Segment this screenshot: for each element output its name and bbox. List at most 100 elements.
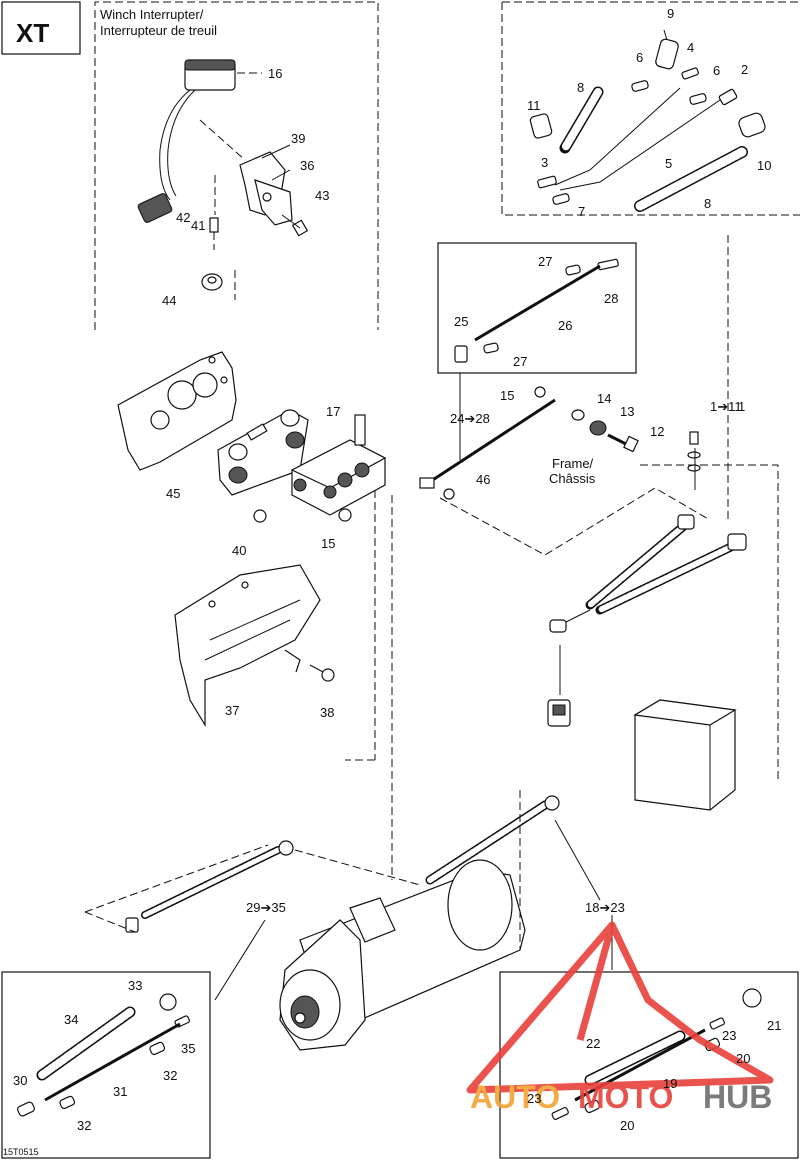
callout-9: 9 (667, 6, 674, 21)
callout-2: 2 (741, 62, 748, 77)
callout-10: 10 (757, 158, 771, 173)
washer-14 (571, 409, 585, 421)
callout-42: 42 (176, 210, 190, 225)
callout-25: 25 (454, 314, 468, 329)
callout-5: 5 (665, 156, 672, 171)
callout-33: 33 (128, 978, 142, 993)
inset-cable-18-23 (499, 971, 799, 1159)
cable-26 (474, 264, 601, 342)
terminal-25 (454, 345, 468, 363)
callout-22: 22 (586, 1036, 600, 1051)
callout-layer: 1234566788910111213141515161719202021222… (13, 6, 781, 1133)
range-label-29-35: 29➔35 (246, 900, 286, 915)
watermark-logo: AUTO MOTO HUB (466, 921, 774, 1115)
cable-18-23 (425, 795, 560, 885)
callout-20: 20 (736, 1051, 750, 1066)
callout-32: 32 (163, 1068, 177, 1083)
callout-6: 6 (713, 63, 720, 78)
callout-26: 26 (558, 318, 572, 333)
callout-14: 14 (597, 391, 611, 406)
sleeve-7 (552, 193, 570, 205)
callout-44: 44 (162, 293, 176, 308)
winch-contactor-17 (290, 414, 387, 516)
screw-41 (209, 217, 219, 233)
callout-17: 17 (326, 404, 340, 419)
diagram-code: 15T0515 (3, 1147, 39, 1157)
callout-7: 7 (578, 204, 585, 219)
terminal-23b (551, 1106, 569, 1120)
terminal-4 (681, 67, 699, 80)
sleeve-32a (149, 1041, 166, 1056)
terminal-30 (17, 1101, 35, 1117)
relay-bracket-45 (217, 409, 309, 496)
loom-8b (634, 146, 748, 212)
terminal-3 (537, 175, 557, 189)
bolt-12 (607, 433, 639, 453)
loom-22 (584, 1030, 686, 1086)
cable-29-35 (125, 840, 294, 933)
callout-4: 4 (687, 40, 694, 55)
sleeve-6b (689, 93, 707, 105)
winch-motor (279, 859, 526, 1051)
watermark-moto: MOTO (578, 1079, 673, 1115)
range-label-1-11: 1➔11 (710, 399, 742, 414)
nut-46 (443, 488, 455, 500)
boot-21 (742, 988, 762, 1008)
loom-34 (36, 1006, 136, 1081)
inset-title-line1: Winch Interrupter/ (100, 7, 204, 22)
sleeve-32b (59, 1095, 76, 1110)
sleeve-6a (631, 80, 649, 92)
callout-20: 20 (620, 1118, 634, 1133)
model-badge-box (1, 1, 81, 55)
model-badge: XT (16, 18, 49, 48)
callout-6: 6 (636, 50, 643, 65)
loom-8a (559, 86, 604, 154)
nut-40 (253, 509, 267, 523)
battery (633, 699, 737, 811)
callout-19: 19 (663, 1076, 677, 1091)
fuse-block (547, 699, 571, 727)
callout-23: 23 (527, 1091, 541, 1106)
callout-21: 21 (767, 1018, 781, 1033)
callout-36: 36 (300, 158, 314, 173)
callout-8: 8 (704, 196, 711, 211)
boot-9 (655, 29, 679, 70)
connector-11 (529, 113, 553, 139)
callout-23: 23 (722, 1028, 736, 1043)
inset-winch-frame (94, 1, 379, 330)
callout-15: 15 (500, 388, 514, 403)
callout-32: 32 (77, 1118, 91, 1133)
terminal-23a (709, 1017, 725, 1030)
leader-lines (84, 235, 779, 1001)
callout-37: 37 (225, 703, 239, 718)
nut-44 (201, 273, 223, 291)
winch-interrupter-switch (137, 59, 236, 223)
inset-title-line2: Interrupteur de treuil (100, 23, 217, 38)
harness-installed (549, 514, 747, 633)
watermark-auto: AUTO (470, 1079, 560, 1115)
sleeve-20b (584, 1099, 601, 1114)
interrupter-bracket (239, 151, 293, 226)
sleeve-27a (565, 264, 581, 276)
callout-8: 8 (577, 80, 584, 95)
callout-38: 38 (320, 705, 334, 720)
frame-label-line2: Châssis (549, 471, 596, 486)
nut-15-bottom (338, 508, 352, 522)
terminal-28 (597, 258, 619, 271)
callout-27: 27 (513, 354, 527, 369)
frame-label-line1: Frame/ (552, 456, 594, 471)
nut-15-top (534, 386, 546, 398)
mounting-plate (117, 351, 237, 471)
callout-28: 28 (604, 291, 618, 306)
callout-13: 13 (620, 404, 634, 419)
callout-35: 35 (181, 1041, 195, 1056)
callout-41: 41 (191, 218, 205, 233)
range-label-24-28: 24➔28 (450, 411, 490, 426)
bolt-43 (281, 214, 309, 237)
harness-5 (554, 87, 721, 191)
inset-harness-frame (501, 1, 800, 216)
callout-27: 27 (538, 254, 552, 269)
callout-46: 46 (476, 472, 490, 487)
callout-16: 16 (268, 66, 282, 81)
